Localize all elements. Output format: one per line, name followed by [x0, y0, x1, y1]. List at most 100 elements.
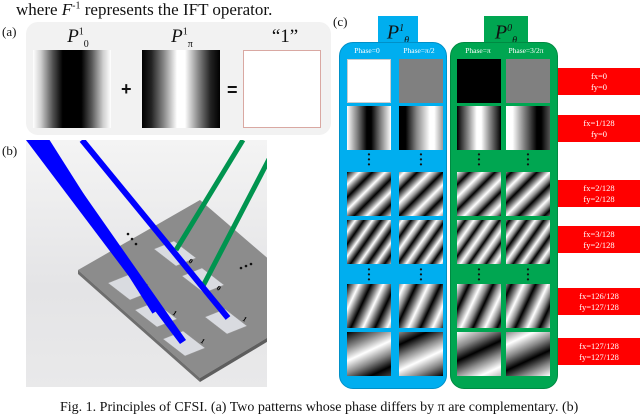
base-plate-top [78, 200, 267, 378]
fx-value: fx=126/128 [579, 291, 619, 301]
col1-title-sub: θ [404, 36, 409, 47]
pattern-tile [506, 220, 550, 264]
operator-superscript: -1 [72, 0, 81, 12]
vertical-ellipsis: ··· [418, 148, 424, 173]
result-title: “1” [271, 26, 299, 47]
term1-base: P [67, 26, 79, 47]
panel-b-label: (b) [2, 143, 18, 158]
pattern-tile [457, 172, 501, 216]
term2-base: P [171, 26, 183, 47]
pattern-tile [399, 332, 443, 376]
pattern-tile [506, 332, 550, 376]
phase-label: Phase=3/2π [508, 46, 544, 55]
dmd-illustration: 0 0 1 1 1 1 [26, 140, 267, 387]
pattern-p1-0-image [33, 50, 111, 128]
fy-value: fy=2/128 [583, 240, 615, 250]
fy-value: fy=0 [590, 82, 608, 92]
column-title-p1: P1 θ [378, 16, 418, 47]
frequency-label: fx=127/128 fy=127/128 [558, 338, 640, 365]
mirror-label: 1 [199, 337, 207, 346]
blue-beam [79, 140, 231, 320]
green-beam [200, 157, 267, 288]
intro-prefix: where [16, 0, 62, 19]
pattern-tile [347, 220, 391, 264]
phase-label: Phase=0 [354, 46, 380, 55]
fx-value: fx=127/128 [579, 341, 619, 351]
fy-value: fy=127/128 [579, 302, 619, 312]
fy-value: fy=127/128 [579, 352, 619, 362]
frequency-label: fx=3/128 fy=2/128 [558, 226, 640, 253]
fx-value: fx=2/128 [583, 183, 615, 193]
fy-value: fy=2/128 [583, 194, 615, 204]
frequency-label: fx=2/128 fy=2/128 [558, 180, 640, 207]
pattern-tile [399, 172, 443, 216]
ellipsis-dots [126, 232, 253, 270]
pattern-tile [347, 106, 391, 150]
col1-title-sup: 1 [399, 23, 405, 34]
mirror-label: 1 [171, 309, 179, 318]
term2-sup: 1 [182, 26, 188, 38]
pattern-tile [457, 59, 501, 103]
col2-title-sub: θ [512, 36, 517, 47]
intro-text-line: where F-1 represents the IFT operator. [16, 0, 272, 20]
frequency-label: fx=0 fy=0 [558, 68, 640, 95]
term2-title: P1π [162, 26, 202, 50]
pattern-tile [347, 332, 391, 376]
panel-c-label: (c) [333, 14, 348, 29]
pattern-tile [399, 106, 443, 150]
intro-suffix: represents the IFT operator. [80, 0, 273, 19]
vertical-ellipsis: ··· [476, 263, 482, 288]
pattern-tile [506, 59, 550, 103]
plus-sign: + [121, 79, 132, 99]
uniform-one-image [243, 50, 321, 128]
vertical-ellipsis: ··· [525, 263, 531, 288]
pattern-tile [506, 284, 550, 328]
base-plate-left-edge [78, 270, 200, 382]
mirror-label: 0 [187, 257, 195, 266]
vertical-ellipsis: ··· [366, 148, 372, 173]
col1-title-base: P [386, 21, 400, 44]
phase-label: Phase=π [465, 46, 491, 55]
pattern-tile [347, 284, 391, 328]
vertical-ellipsis: ··· [476, 148, 482, 173]
dmd-3d-render: 0 0 1 1 1 1 [26, 140, 267, 382]
pattern-tile [399, 284, 443, 328]
pattern-tile [457, 284, 501, 328]
fx-value: fx=1/128 [583, 118, 615, 128]
vertical-ellipsis: ··· [525, 148, 531, 173]
fy-value: fy=0 [590, 129, 608, 139]
term1-title: P10 [58, 26, 98, 50]
col2-title-base: P [494, 21, 508, 44]
pattern-tile [347, 172, 391, 216]
pattern-p1-pi-image [142, 50, 220, 128]
term2-sub: π [187, 38, 193, 50]
fx-value: fx=0 [590, 71, 608, 81]
pattern-tile [506, 172, 550, 216]
pattern-tile [457, 220, 501, 264]
pattern-tile [399, 59, 443, 103]
pattern-tile [457, 106, 501, 150]
fx-value: fx=3/128 [583, 229, 615, 239]
col2-title-sup: 0 [507, 23, 513, 34]
term1-sup: 1 [78, 26, 84, 38]
pattern-tile [457, 332, 501, 376]
phase-label: Phase=π/2 [403, 46, 435, 55]
pattern-tile [347, 59, 391, 103]
vertical-ellipsis: ··· [366, 263, 372, 288]
green-beam [173, 140, 246, 252]
vertical-ellipsis: ··· [418, 263, 424, 288]
frequency-label: fx=1/128 fy=0 [558, 115, 640, 142]
frequency-label: fx=126/128 fy=127/128 [558, 288, 640, 315]
operator-symbol: F [61, 0, 73, 19]
figure-caption: Fig. 1. Principles of CFSI. (a) Two patt… [60, 400, 579, 415]
pattern-tile [506, 106, 550, 150]
term1-sub: 0 [83, 38, 89, 50]
panel-a-label: (a) [2, 24, 17, 39]
pattern-tile [399, 220, 443, 264]
column-title-p0: P0 θ [484, 16, 528, 47]
blue-beam [43, 140, 158, 314]
mirror-label: 0 [215, 284, 223, 293]
mirror-label: 1 [241, 315, 249, 324]
equals-sign: = [227, 80, 238, 100]
base-plate-right-edge [200, 337, 267, 382]
